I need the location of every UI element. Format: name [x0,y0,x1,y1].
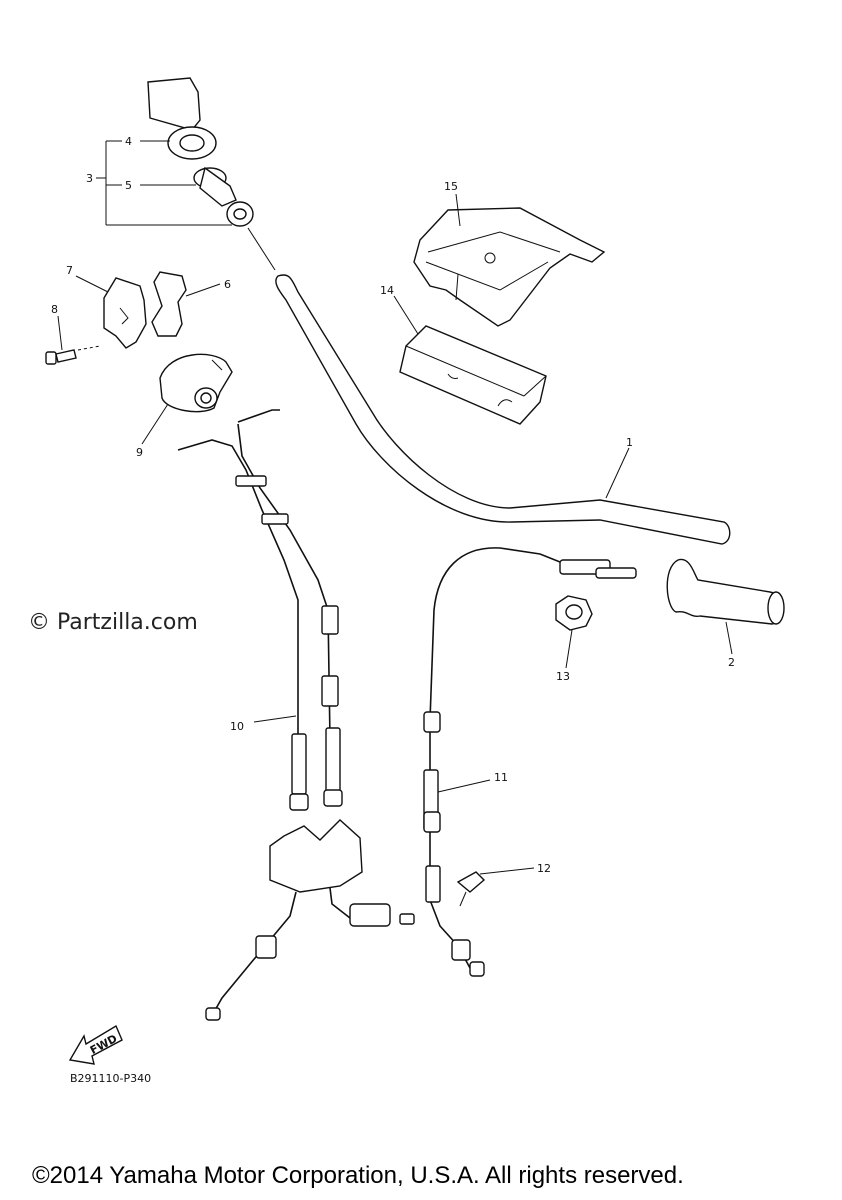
pad-cover [413,207,606,327]
callout-15: 15 [444,180,458,193]
leader-lines [57,193,733,875]
callout-10: 10 [230,720,244,733]
callout-14: 14 [380,284,394,297]
adjuster-nut [555,595,593,631]
throttle-housing [159,353,233,413]
left-grip-assembly [147,77,254,227]
callout-5: 5 [125,179,132,192]
copyright-notice: ©2014 Yamaha Motor Corporation, U.S.A. A… [32,1162,684,1189]
callout-7: 7 [66,264,73,277]
callout-12: 12 [537,862,551,875]
callout-6: 6 [224,278,231,291]
handlebar-pad [399,325,547,425]
handlebar [247,227,731,545]
callout-4: 4 [125,135,132,148]
throttle-cables [177,409,415,1021]
callout-1: 1 [626,436,633,449]
bracket-3 [96,140,232,226]
callout-8: 8 [51,303,58,316]
clutch-cable [423,547,637,977]
fwd-arrow-icon: FWD [68,1024,123,1065]
partzilla-watermark: © Partzilla.com [28,610,198,635]
holder-halves [103,271,187,349]
callout-2: 2 [728,656,735,669]
callout-3: 3 [86,172,93,185]
diagram-code: B291110-P340 [70,1072,152,1085]
callout-11: 11 [494,771,508,784]
clutch-adjuster [456,871,486,907]
callout-13: 13 [556,670,570,683]
callout-9: 9 [136,446,143,459]
right-grip [666,558,785,625]
screw [45,345,101,365]
